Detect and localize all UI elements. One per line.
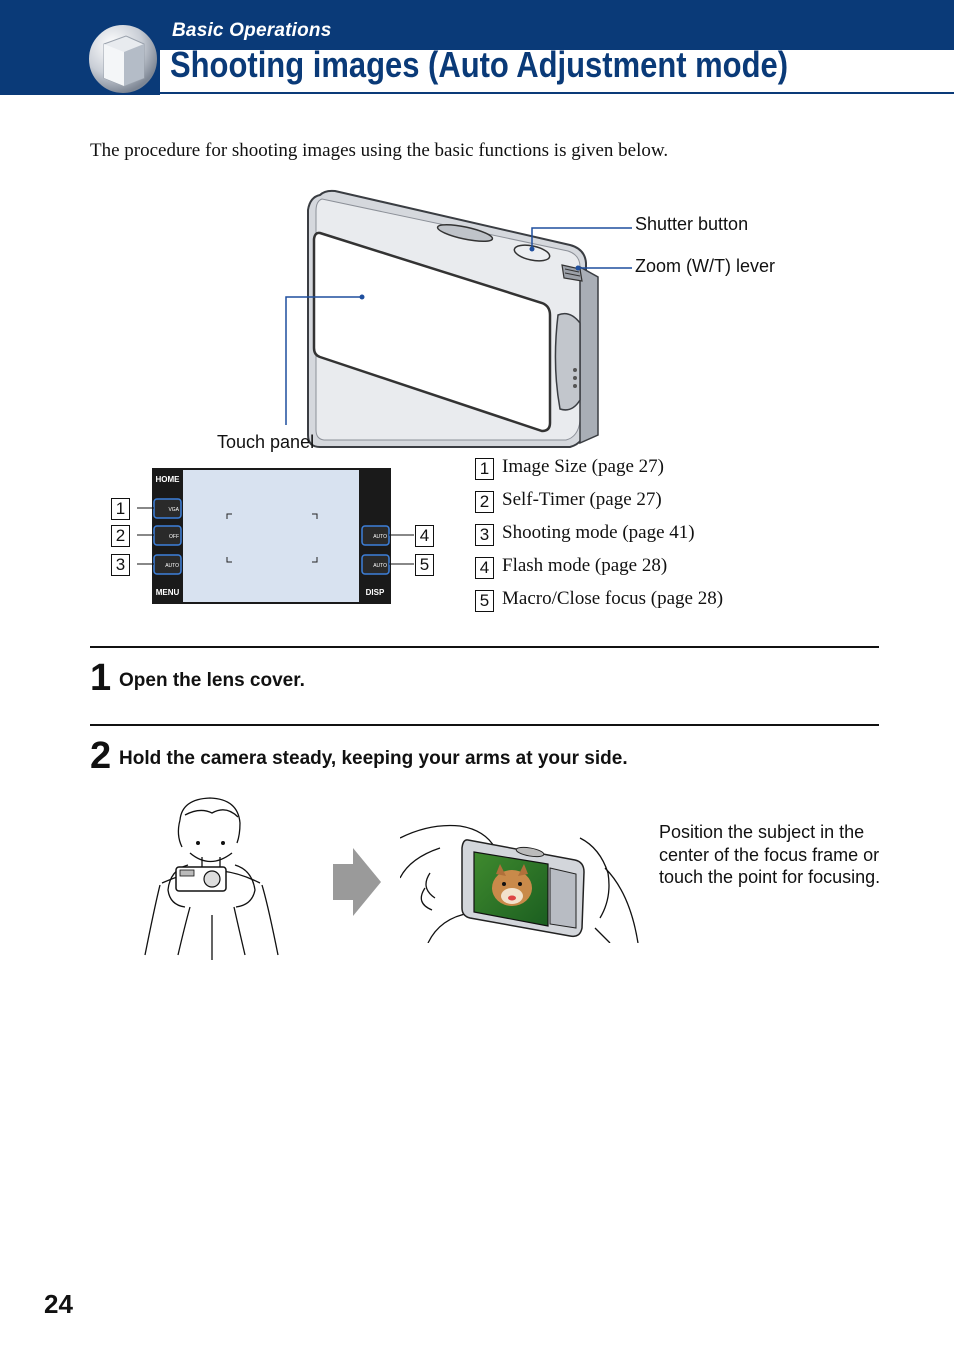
touch-panel-callout: Touch panel <box>217 432 315 452</box>
screen-menu-label: MENU <box>155 588 180 597</box>
shooting-mode-icon: AUTO <box>165 563 179 569</box>
camera-illustration <box>285 189 632 448</box>
arrow-right-icon <box>333 848 381 916</box>
screen-disp-label: DISP <box>365 588 385 597</box>
person-holding-camera-illustration <box>144 797 279 960</box>
screen-marker-1: 1 <box>111 498 130 520</box>
screen-home-label: HOME <box>155 475 180 484</box>
legend-text: Self-Timer (page 27) <box>502 489 662 510</box>
legend-text: Macro/Close focus (page 28) <box>502 588 724 609</box>
legend-number: 4 <box>475 557 494 579</box>
self-timer-icon: OFF <box>169 534 179 540</box>
screen-marker-4: 4 <box>415 525 434 547</box>
step-divider <box>90 724 879 726</box>
chapter-badge-icon <box>87 23 159 95</box>
shutter-button-callout: Shutter button <box>635 214 749 234</box>
legend-text: Flash mode (page 28) <box>502 555 668 576</box>
header-band <box>0 0 954 50</box>
legend-number: 5 <box>475 590 494 612</box>
step-number: 2 <box>90 735 112 777</box>
hands-holding-camera-illustration <box>400 824 639 943</box>
legend-text: Shooting mode (page 41) <box>502 522 695 543</box>
step-number: 1 <box>90 657 112 699</box>
step-text: Open the lens cover. <box>119 670 305 691</box>
screen-marker-3: 3 <box>111 554 130 576</box>
legend-text: Image Size (page 27) <box>502 456 664 477</box>
flash-mode-icon: AUTO <box>373 534 387 540</box>
step-divider <box>90 646 879 648</box>
macro-icon: AUTO <box>373 563 387 569</box>
legend-number: 3 <box>475 524 494 546</box>
legend-number: 1 <box>475 458 494 480</box>
section-label: Basic Operations <box>172 20 332 41</box>
header-rule <box>160 92 954 94</box>
intro-text: The procedure for shooting images using … <box>90 140 669 161</box>
page-number: 24 <box>44 1289 73 1319</box>
screen-marker-5: 5 <box>415 554 434 576</box>
image-size-icon: VGA <box>168 507 179 513</box>
page-title: Shooting images (Auto Adjustment mode) <box>170 44 789 85</box>
zoom-lever-callout: Zoom (W/T) lever <box>635 256 776 276</box>
step-text: Hold the camera steady, keeping your arm… <box>119 748 628 769</box>
focus-caption: Position the subject in the center of th… <box>659 822 881 887</box>
legend-number: 2 <box>475 491 494 513</box>
screen-marker-2: 2 <box>111 525 130 547</box>
lcd-screen-diagram: HOME MENU DISP VGA OFF AUTO AUTO AUTO 1 … <box>105 460 445 610</box>
